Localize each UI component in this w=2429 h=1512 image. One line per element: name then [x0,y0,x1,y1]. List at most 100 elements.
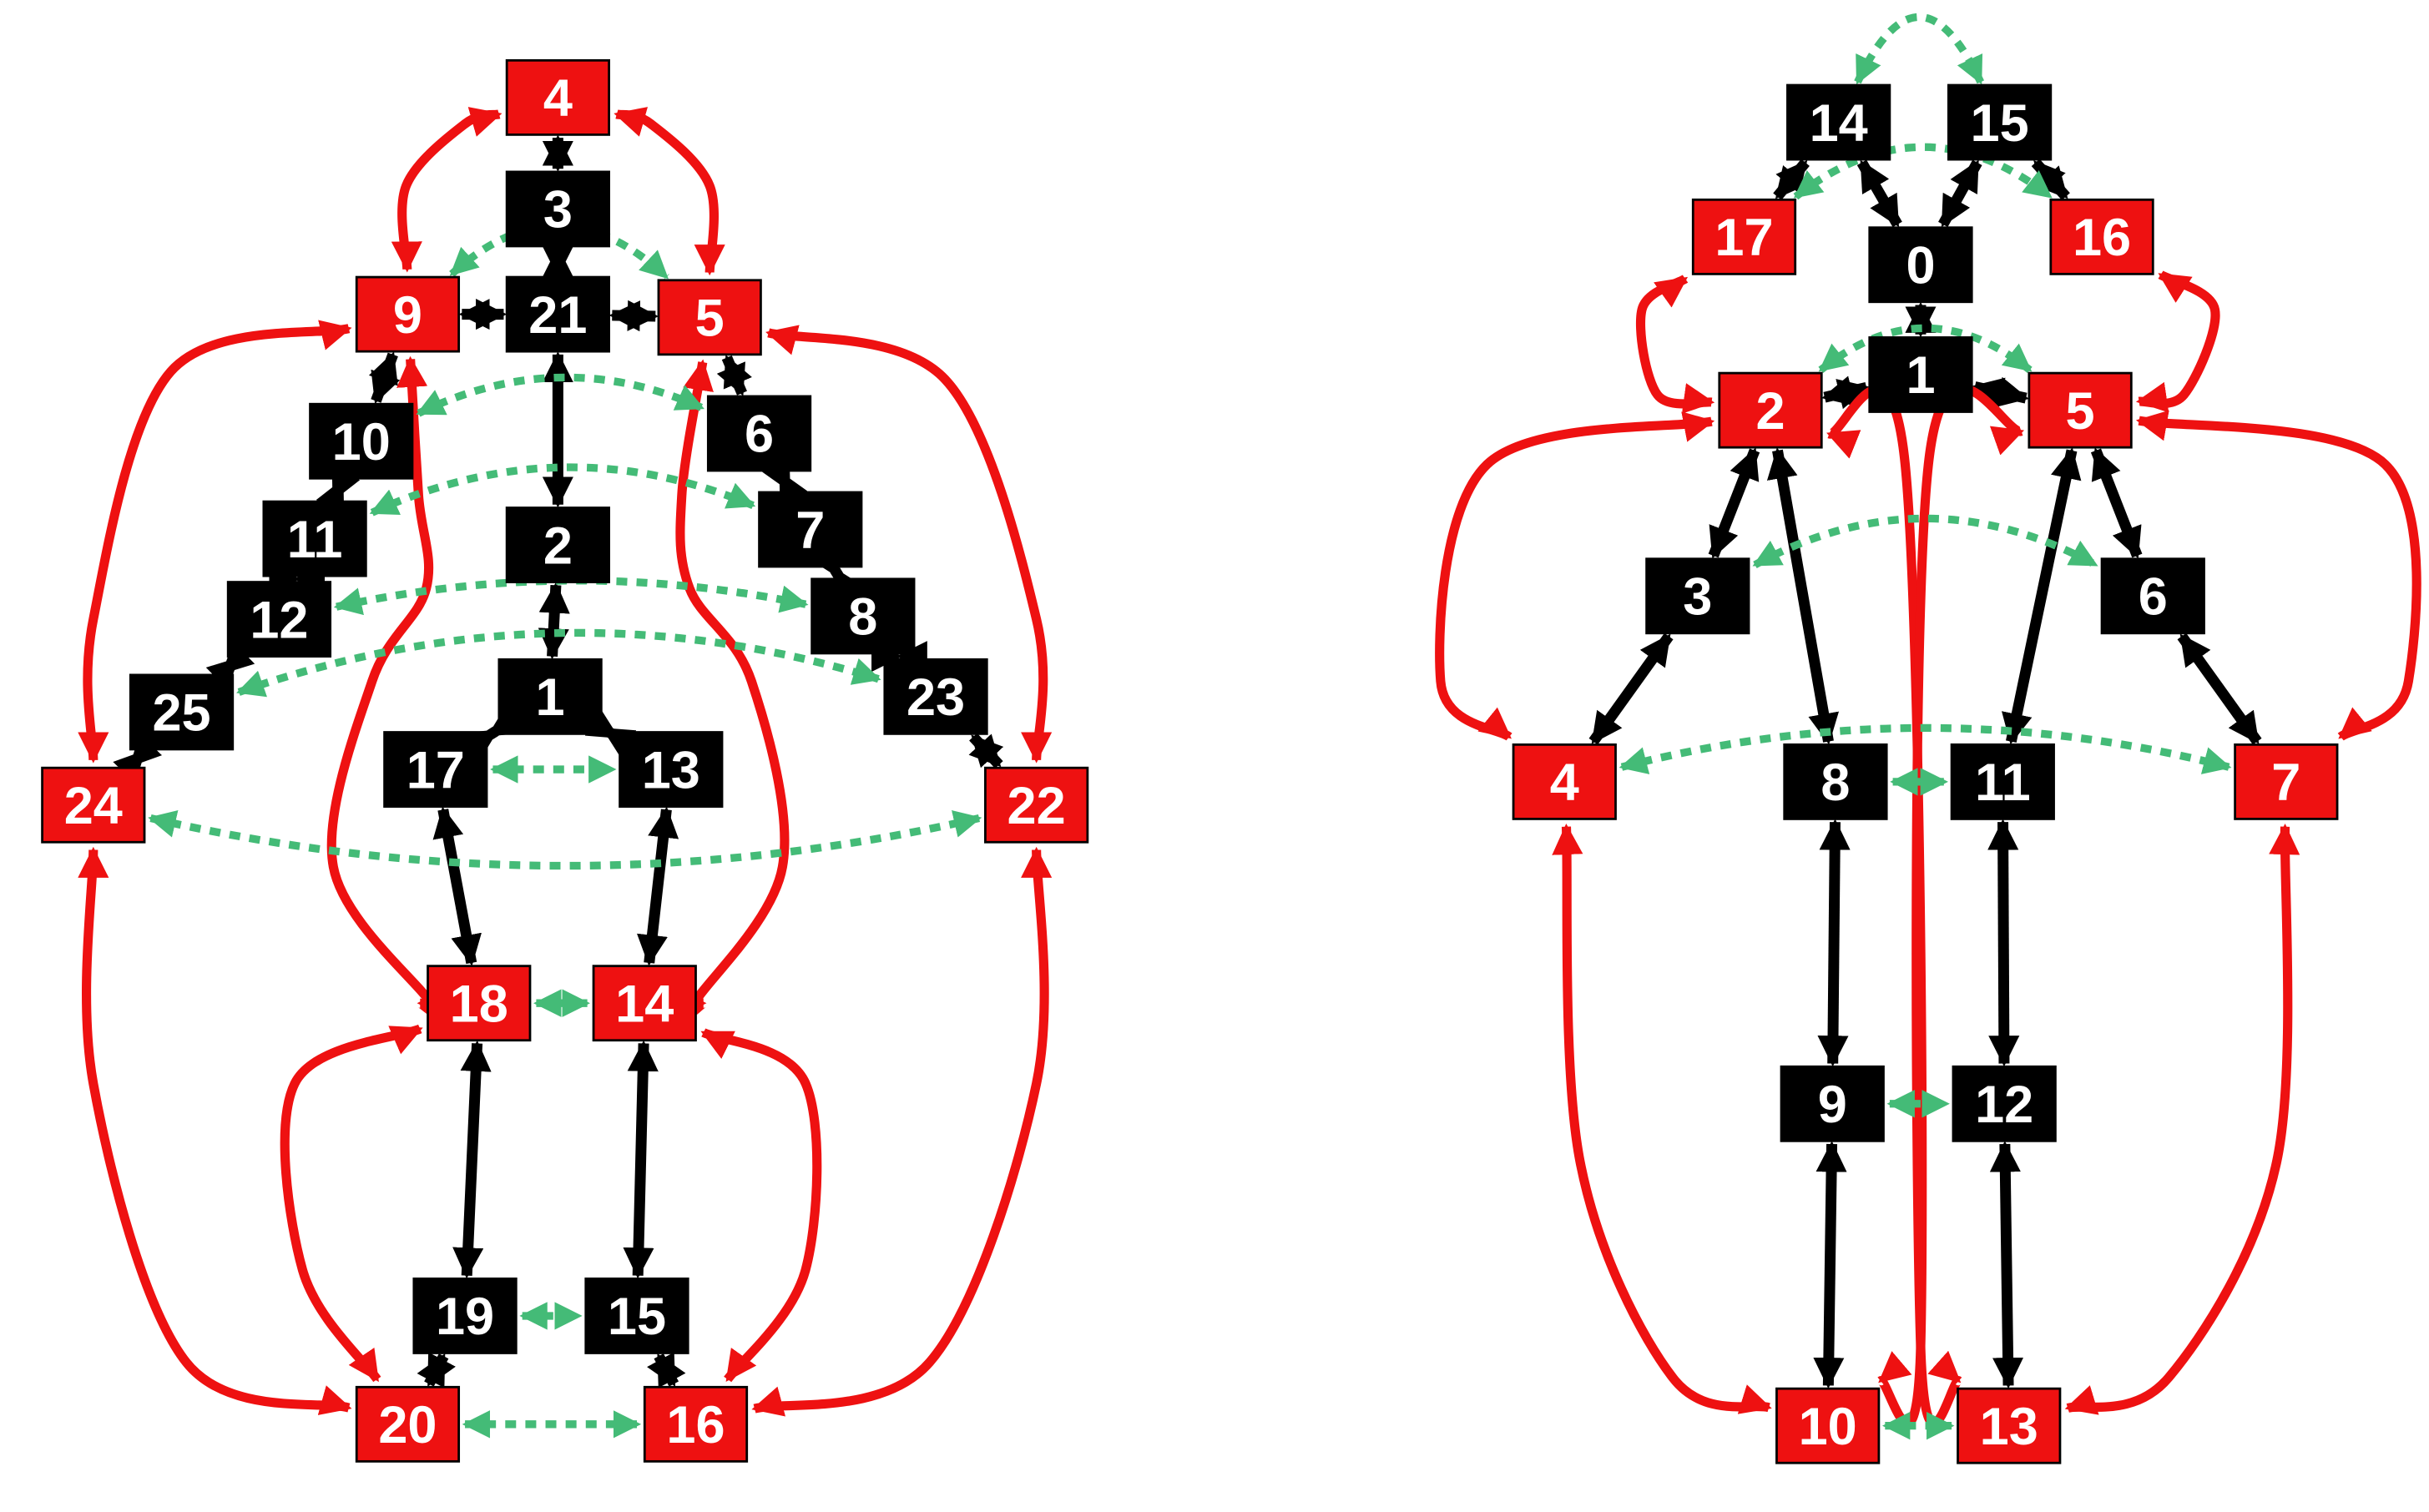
node-box-16 [2049,198,2154,275]
edge-red-4-9 [391,107,502,273]
node-2: 2 [505,507,610,583]
node-box-7 [2234,743,2339,820]
node-13: 13 [1957,1387,2062,1464]
node-7: 7 [758,491,863,568]
node-box-25 [129,673,235,751]
node-12: 12 [1952,1065,2057,1142]
node-18: 18 [427,965,532,1042]
node-8: 8 [1783,743,1888,820]
edge-black-14-17 [1773,159,1810,200]
edge-black-13-14 [637,806,679,966]
edge-red-24-20 [78,846,352,1416]
node-label-8: 8 [848,588,877,647]
node-8: 8 [811,577,916,655]
node-label-16: 16 [666,1396,725,1454]
edge-black-2-8 [1766,447,1840,745]
node-label-23: 23 [906,668,965,727]
edge-green-12-8 [333,577,809,616]
edge-black-1-17 [464,707,522,759]
edge-black-1-2 [1821,375,1870,410]
node-4: 4 [1512,743,1617,820]
edge-red-17-2 [1635,275,1715,414]
node-box-15 [1947,83,2053,161]
node-label-13: 13 [1980,1398,2038,1456]
edge-red-18-20 [280,1024,423,1383]
node-21: 21 [505,275,610,353]
node-box-2 [505,507,610,583]
node-box-6 [2100,557,2205,635]
edge-black-9-10 [368,351,401,404]
edge-red-2-4 [1435,411,1715,741]
node-label-0: 0 [1906,237,1935,295]
edge-black-14-0 [1856,159,1902,228]
edge-black-23-22 [968,733,1004,769]
edge-red-9-24 [78,320,352,764]
node-22: 22 [984,766,1089,844]
edge-black-5-6 [716,355,752,396]
edge-red-4-10 [1552,823,1772,1414]
node-label-25: 25 [152,684,210,743]
node-16: 16 [2049,198,2154,275]
edge-black-14-15 [623,1040,659,1279]
node-label-7: 7 [795,501,825,560]
node-5: 5 [2028,371,2133,449]
node-5: 5 [657,279,762,356]
node-label-3: 3 [543,181,573,239]
node-4: 4 [505,58,610,136]
edge-red-16-5 [2135,270,2220,413]
node-20: 20 [355,1385,461,1463]
node-3: 3 [1645,557,1750,635]
edge-green-17-16 [1793,143,2053,200]
node-label-15: 15 [1971,94,2029,153]
node-box-18 [427,965,532,1042]
node-11: 11 [1950,743,2055,820]
node-box-22 [984,766,1089,844]
node-box-8 [811,577,916,655]
node-box-19 [412,1278,518,1354]
node-box-13 [619,731,724,808]
edge-green-3-6 [1752,514,2098,568]
node-box-13 [1957,1387,2062,1464]
node-24: 24 [41,766,146,844]
edge-black-10-11 [316,466,361,514]
node-label-4: 4 [543,69,573,128]
node-7: 7 [2234,743,2339,820]
node-13: 13 [619,731,724,808]
node-12: 12 [226,581,332,658]
edge-black-3-4 [1588,633,1674,745]
edge-black-15-0 [1938,159,1982,228]
node-label-11: 11 [1975,753,2031,812]
node-box-9 [355,275,461,353]
node-box-3 [1645,557,1750,635]
node-label-10: 10 [1799,1398,1857,1456]
edge-black-12-25 [205,641,255,690]
node-box-5 [657,279,762,356]
edge-black-21-5 [609,300,659,332]
node-label-1: 1 [1906,346,1935,405]
edge-green-10-6 [416,373,704,417]
edge-black-5-11 [2002,447,2082,745]
node-box-11 [262,500,367,577]
node-box-3 [505,170,610,248]
edge-black-11-12 [1987,819,2020,1067]
node-label-2: 2 [1755,382,1785,441]
node-label-10: 10 [332,413,391,471]
node-label-24: 24 [64,777,123,835]
node-17: 17 [383,731,488,808]
edge-black-2-3 [1708,447,1760,559]
node-label-12: 12 [1975,1076,2033,1134]
edge-green-14-15 [1854,13,1984,85]
node-box-0 [1868,226,1973,304]
edge-red-4-5 [614,107,725,276]
node-box-9 [1780,1065,1885,1142]
node-box-20 [355,1385,461,1463]
edge-red-5-22 [765,325,1053,764]
edge-red-22-16 [751,846,1053,1417]
edge-green-25-23 [236,628,881,698]
edge-black-19-20 [417,1352,456,1389]
edge-black-17-18 [432,806,482,966]
node-label-11: 11 [287,511,343,569]
node-box-14 [1786,83,1891,161]
